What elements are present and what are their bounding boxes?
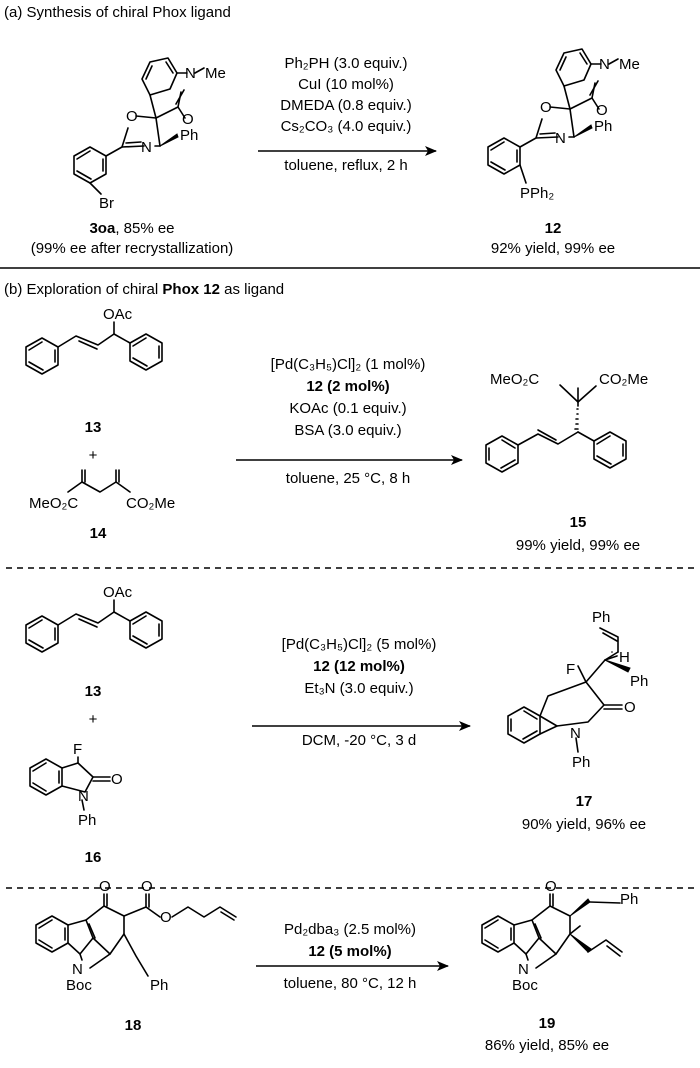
nucleophile-16-structure bbox=[29, 756, 111, 811]
substrate-18-structure bbox=[35, 893, 237, 977]
nucleophile-14-right: CO₂Me bbox=[126, 495, 175, 512]
product-15-caption: 99% yield, 99% ee bbox=[516, 537, 640, 554]
product-atom-me: Me bbox=[619, 56, 640, 73]
product-19-caption: 86% yield, 85% ee bbox=[485, 1037, 609, 1054]
nucleophile-16-f: F bbox=[73, 741, 82, 758]
product-15-structure bbox=[485, 384, 627, 473]
reactant-caption: 3oa, 85% ee bbox=[89, 220, 174, 237]
conditions-r3-3: toluene, 80 °C, 12 h bbox=[284, 975, 417, 992]
nucleophile-14-label: 14 bbox=[90, 525, 107, 542]
product-19-ph: Ph bbox=[620, 891, 638, 908]
substrate-13-label-r2: 13 bbox=[85, 683, 102, 700]
product-17-f: F bbox=[566, 661, 575, 678]
product-17-ph-top: Ph bbox=[592, 609, 610, 626]
product-15-right: CO₂Me bbox=[599, 371, 648, 388]
nucleophile-16-ph: Ph bbox=[78, 812, 96, 829]
product-17-ph-side: Ph bbox=[630, 673, 648, 690]
substrate-18-label: 18 bbox=[125, 1017, 142, 1034]
product-17-ph-n: Ph bbox=[572, 754, 590, 771]
product-19-o-keto: O bbox=[545, 878, 557, 895]
conditions-a-3: DMEDA (0.8 equiv.) bbox=[280, 97, 411, 114]
substrate-13-label-r1: 13 bbox=[85, 419, 102, 436]
nucleophile-16-o: O bbox=[111, 771, 123, 788]
conditions-r2-4: DCM, -20 °C, 3 d bbox=[302, 732, 416, 749]
conditions-a-5: toluene, reflux, 2 h bbox=[284, 157, 407, 174]
reactant-atom-nme: N bbox=[185, 65, 196, 82]
reactant-atom-o2: O bbox=[182, 111, 194, 128]
reactant-3oa-structure bbox=[73, 57, 205, 195]
nucleophile-14-left: MeO₂C bbox=[29, 495, 78, 512]
substrate-13-structure-r1 bbox=[25, 321, 163, 375]
conditions-r1-4: BSA (3.0 equiv.) bbox=[294, 422, 401, 439]
product-17-structure bbox=[507, 627, 631, 753]
product-19-label: 19 bbox=[539, 1015, 556, 1032]
product-atom-ph: Ph bbox=[594, 118, 612, 135]
product-19-n: N bbox=[518, 961, 529, 978]
reactant-atom-me: Me bbox=[205, 65, 226, 82]
conditions-a-1: Ph₂PH (3.0 equiv.) bbox=[284, 55, 407, 72]
substrate-13-oac-r2: OAc bbox=[103, 584, 133, 601]
product-atom-pph2: PPh₂ bbox=[520, 185, 554, 202]
nucleophile-14-structure bbox=[67, 469, 131, 493]
conditions-r2-2: 12 (12 mol%) bbox=[313, 658, 405, 675]
product-17-h: H bbox=[619, 649, 630, 666]
reactant-atom-br: Br bbox=[99, 195, 114, 212]
conditions-r1-3: KOAc (0.1 equiv.) bbox=[289, 400, 406, 417]
product-19-boc: Boc bbox=[512, 977, 538, 994]
product-atom-o: O bbox=[540, 99, 552, 116]
conditions-r1-5: toluene, 25 °C, 8 h bbox=[286, 470, 410, 487]
substrate-18-o-ester: O bbox=[141, 878, 153, 895]
substrate-18-boc: Boc bbox=[66, 977, 92, 994]
conditions-r2-3: Et₃N (3.0 equiv.) bbox=[304, 680, 413, 697]
product-17-label: 17 bbox=[576, 793, 593, 810]
product-12-caption: 92% yield, 99% ee bbox=[491, 240, 615, 257]
conditions-r1-1: [Pd(C₃H₅)Cl]₂ (1 mol%) bbox=[271, 356, 426, 373]
conditions-a-4: Cs₂CO₃ (4.0 equiv.) bbox=[281, 118, 412, 135]
substrate-18-o-ether: O bbox=[160, 909, 172, 926]
reactant-atom-n: N bbox=[141, 139, 152, 156]
nucleophile-16-label: 16 bbox=[85, 849, 102, 866]
product-atom-n: N bbox=[555, 130, 566, 147]
product-17-caption: 90% yield, 96% ee bbox=[522, 816, 646, 833]
product-atom-o2: O bbox=[596, 102, 608, 119]
conditions-r3-1: Pd₂dba₃ (2.5 mol%) bbox=[284, 921, 416, 938]
conditions-r3-2: 12 (5 mol%) bbox=[308, 943, 391, 960]
reactant-atom-ph: Ph bbox=[180, 127, 198, 144]
substrate-18-o-keto: O bbox=[99, 878, 111, 895]
substrate-18-ph: Ph bbox=[150, 977, 168, 994]
product-atom-nme: N bbox=[599, 56, 610, 73]
plus-sign-r2: + bbox=[89, 711, 98, 728]
reactant-caption-line2: (99% ee after recrystallization) bbox=[31, 240, 234, 257]
product-17-n: N bbox=[570, 725, 581, 742]
section-a-title: (a) Synthesis of chiral Phox ligand bbox=[4, 4, 231, 21]
conditions-r2-1: [Pd(C₃H₅)Cl]₂ (5 mol%) bbox=[282, 636, 437, 653]
product-12-label: 12 bbox=[545, 220, 562, 237]
plus-sign-r1: + bbox=[89, 447, 98, 464]
substrate-13-oac-r1: OAc bbox=[103, 306, 133, 323]
product-12-structure bbox=[487, 48, 619, 184]
conditions-a-2: CuI (10 mol%) bbox=[298, 76, 394, 93]
product-15-label: 15 bbox=[570, 514, 587, 531]
product-15-left: MeO₂C bbox=[490, 371, 539, 388]
reactant-atom-o: O bbox=[126, 108, 138, 125]
conditions-r1-2: 12 (2 mol%) bbox=[306, 378, 389, 395]
section-b-title: (b) Exploration of chiral Phox 12 as lig… bbox=[4, 281, 284, 298]
product-17-o: O bbox=[624, 699, 636, 716]
substrate-18-n: N bbox=[72, 961, 83, 978]
product-19-structure bbox=[481, 893, 623, 969]
nucleophile-16-n: N bbox=[78, 788, 89, 805]
substrate-13-structure-r2 bbox=[25, 599, 163, 653]
